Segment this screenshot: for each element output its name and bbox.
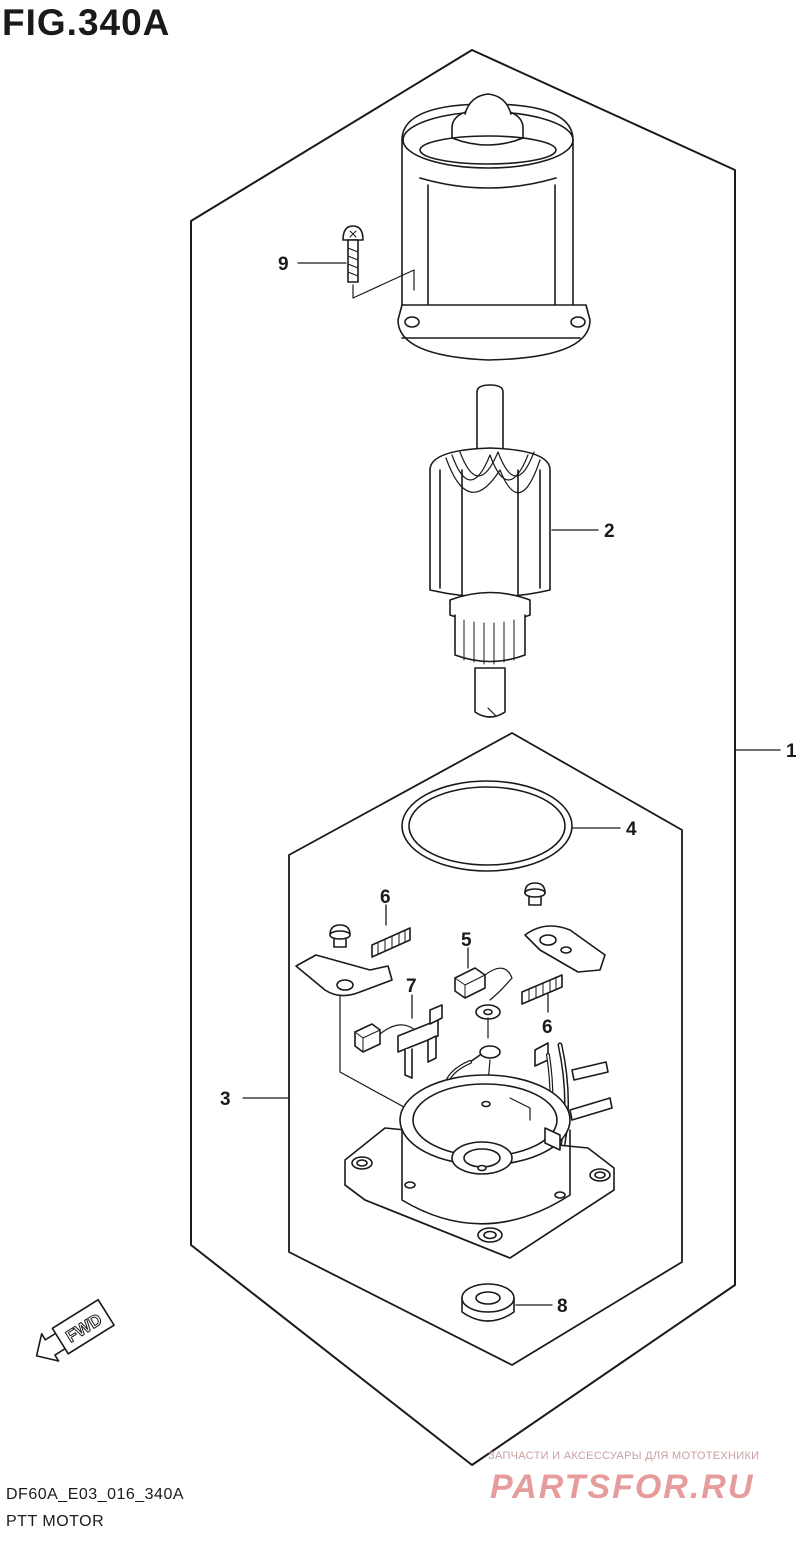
callout-7: 7 [406, 976, 417, 997]
watermark-logo: PARTSFOR.RU [490, 1468, 754, 1506]
callout-3: 3 [220, 1089, 231, 1110]
assembly-frame-inner [288, 732, 683, 1366]
holder-screw-right [524, 882, 546, 906]
fwd-badge-box [51, 1298, 115, 1355]
end-frame-base [344, 1074, 615, 1259]
fwd-badge: FWD [35, 1298, 115, 1362]
leader-lines [242, 262, 781, 1306]
callout-8: 8 [557, 1296, 568, 1317]
figure-title: FIG.340A [2, 2, 171, 43]
brush-holder-left [295, 954, 393, 997]
brush-lead-part-7 [354, 1004, 443, 1079]
watermark-tagline: ЗАПЧАСТИ И АКСЕССУАРЫ ДЛЯ МОТОТЕХНИКИ [488, 1450, 760, 1462]
assembly-frame-outer [190, 49, 736, 1466]
armature-part-2 [429, 384, 551, 718]
screw-part-9 [342, 225, 364, 283]
o-ring-part-4 [401, 780, 573, 872]
callout-6-left: 6 [380, 887, 391, 908]
footer-part-name: PTT MOTOR [6, 1513, 105, 1530]
callout-2: 2 [604, 521, 615, 542]
callout-9: 9 [278, 254, 289, 275]
motor-housing [397, 93, 591, 361]
holder-screw-left [329, 924, 351, 948]
brush-holder-right [524, 925, 606, 973]
watermark-logo-text: PARTSFOR.RU [490, 1468, 754, 1506]
callout-1: 1 [786, 741, 797, 762]
seal-part-8 [461, 1283, 515, 1322]
callout-5: 5 [461, 930, 472, 951]
brush-part-5 [454, 967, 513, 1020]
screw-guide-line [352, 269, 415, 299]
callout-4: 4 [626, 819, 637, 840]
spring-left-part-6 [371, 927, 411, 958]
footer-figure-code: DF60A_E03_016_340A [6, 1486, 185, 1503]
callout-6-right: 6 [542, 1017, 553, 1038]
spring-right-part-6 [521, 974, 563, 1005]
